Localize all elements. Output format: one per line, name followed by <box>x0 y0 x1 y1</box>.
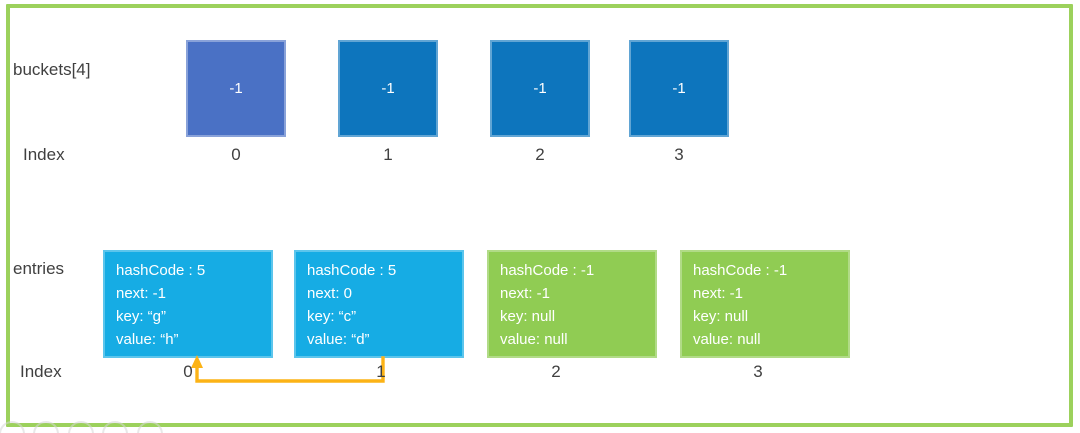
entry-key: key: “g” <box>116 308 167 325</box>
entries-array-label: entries <box>13 259 65 278</box>
entry-index-2: 2 <box>551 362 561 381</box>
bucket-cell-0: -1 <box>186 40 286 137</box>
watermark-circle-icon <box>68 421 94 433</box>
entry-cell-2: hashCode : -1 next: -1 key: null value: … <box>487 250 657 358</box>
bucket-index-1: 1 <box>383 145 393 164</box>
entry-next: next: -1 <box>693 285 744 302</box>
watermark-circle-icon <box>137 421 163 433</box>
bucket-cell-3: -1 <box>629 40 729 137</box>
bucket-value: -1 <box>672 80 686 97</box>
buckets-index-label: Index <box>23 145 65 164</box>
entry-next: next: 0 <box>307 285 353 302</box>
entry-cell-0: hashCode : 5 next: -1 key: “g” value: “h… <box>103 250 273 358</box>
entry-index-0: 0 <box>183 362 193 381</box>
entry-hashcode: hashCode : 5 <box>116 262 206 279</box>
bucket-index-2: 2 <box>535 145 545 164</box>
entry-hashcode: hashCode : 5 <box>307 262 397 279</box>
entry-key: key: “c” <box>307 308 357 325</box>
bucket-value: -1 <box>533 80 547 97</box>
entries-index-label: Index <box>20 362 62 381</box>
entry-index-1: 1 <box>376 362 386 381</box>
next-pointer-arrow-line <box>195 356 385 383</box>
watermark-circle-icon <box>102 421 128 433</box>
entry-cell-1: hashCode : 5 next: 0 key: “c” value: “d” <box>294 250 464 358</box>
buckets-array-label: buckets[4] <box>13 60 91 79</box>
bucket-cell-2: -1 <box>490 40 590 137</box>
entry-next: next: -1 <box>116 285 167 302</box>
entry-hashcode: hashCode : -1 <box>693 262 788 279</box>
entry-value: value: null <box>500 331 568 348</box>
entry-index-3: 3 <box>753 362 763 381</box>
bucket-cell-1: -1 <box>338 40 438 137</box>
entry-key: key: null <box>500 308 556 325</box>
entry-value: value: null <box>693 331 761 348</box>
bucket-value: -1 <box>229 80 243 97</box>
diagram-border <box>6 4 1073 427</box>
bucket-index-0: 0 <box>231 145 241 164</box>
next-pointer-arrowhead <box>191 355 203 368</box>
entry-key: key: null <box>693 308 749 325</box>
entry-value: value: “d” <box>307 331 370 348</box>
entry-value: value: “h” <box>116 331 179 348</box>
bucket-value: -1 <box>381 80 395 97</box>
entry-hashcode: hashCode : -1 <box>500 262 595 279</box>
entry-cell-3: hashCode : -1 next: -1 key: null value: … <box>680 250 850 358</box>
bucket-index-3: 3 <box>674 145 684 164</box>
entry-next: next: -1 <box>500 285 551 302</box>
watermark-circle-icon <box>33 421 59 433</box>
watermark-circle-icon <box>0 421 25 433</box>
